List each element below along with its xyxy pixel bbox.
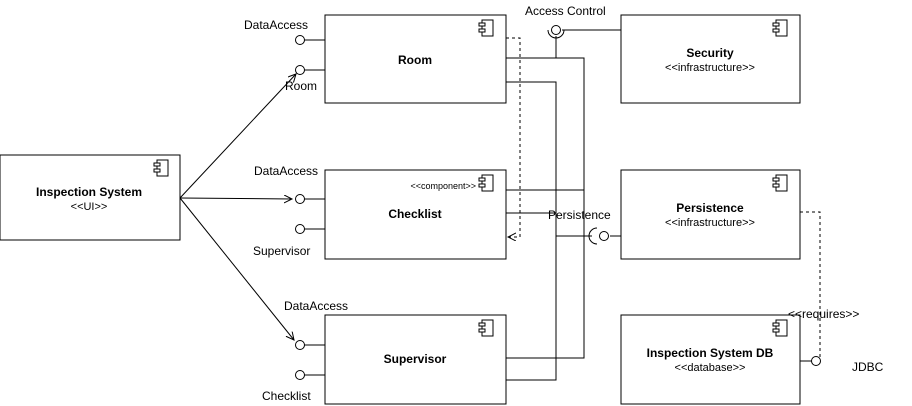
checklist-supervisor-port[interactable] (295, 224, 305, 234)
component-icon (478, 19, 494, 37)
supervisor-checklist-label: Checklist (262, 389, 311, 403)
room-title: Room (398, 53, 432, 67)
security-component[interactable]: Security <<infrastructure>> (620, 14, 801, 104)
uses-room-arrow (179, 74, 296, 199)
checklist-component[interactable]: <<component>> Checklist (324, 169, 507, 260)
access-control-socket (547, 29, 565, 39)
component-icon (772, 319, 788, 337)
uses-supervisor-arrow (179, 197, 294, 340)
persistence-port[interactable] (599, 231, 609, 241)
persistence-title: Persistence (676, 201, 744, 215)
room-room-port[interactable] (295, 65, 305, 75)
persistence-component[interactable]: Persistence <<infrastructure>> (620, 169, 801, 260)
inspection-system-component[interactable]: Inspection System <<UI>> (0, 154, 181, 241)
room-to-checklist-dependency (506, 37, 521, 237)
supervisor-dataaccess-label: DataAccess (284, 299, 348, 313)
security-stereotype: <<infrastructure>> (665, 62, 755, 74)
requires-dependency (800, 211, 821, 361)
checklist-supervisor-label: Supervisor (253, 244, 310, 258)
checklist-dataaccess-port[interactable] (295, 194, 305, 204)
room-dataaccess-label: DataAccess (244, 18, 308, 32)
component-icon (478, 319, 494, 337)
access-control-port[interactable] (551, 25, 561, 35)
persistence-interface-label: Persistence (548, 208, 611, 222)
supervisor-component[interactable]: Supervisor (324, 314, 507, 405)
jdbc-label: JDBC (852, 360, 884, 374)
inspection-system-stereotype: <<UI>> (71, 201, 108, 213)
db-title: Inspection System DB (647, 346, 774, 360)
db-stereotype: <<database>> (675, 362, 746, 374)
component-icon (478, 174, 494, 192)
component-icon (772, 174, 788, 192)
supervisor-dataaccess-port[interactable] (295, 340, 305, 350)
room-persistence-wire (506, 81, 557, 381)
room-component[interactable]: Room (324, 14, 507, 104)
supervisor-checklist-port[interactable] (295, 370, 305, 380)
persistence-socket (588, 227, 598, 245)
persistence-stereotype: <<infrastructure>> (665, 217, 755, 229)
checklist-stereotype: <<component>> (410, 181, 476, 191)
jdbc-port[interactable] (811, 356, 821, 366)
inspection-system-db-component[interactable]: Inspection System DB <<database>> (620, 314, 801, 405)
room-room-label: Room (285, 79, 317, 93)
access-control-label: Access Control (525, 4, 606, 18)
room-access-control-wire (506, 57, 585, 359)
inspection-system-title: Inspection System (36, 185, 142, 199)
component-icon (153, 159, 169, 177)
component-icon (772, 19, 788, 37)
checklist-title: Checklist (388, 207, 441, 221)
checklist-dataaccess-label: DataAccess (254, 164, 318, 178)
room-dataaccess-port[interactable] (295, 35, 305, 45)
requires-label: <<requires>> (788, 307, 859, 321)
security-title: Security (686, 46, 734, 60)
uses-checklist-arrow (179, 198, 292, 199)
supervisor-title: Supervisor (384, 352, 447, 366)
